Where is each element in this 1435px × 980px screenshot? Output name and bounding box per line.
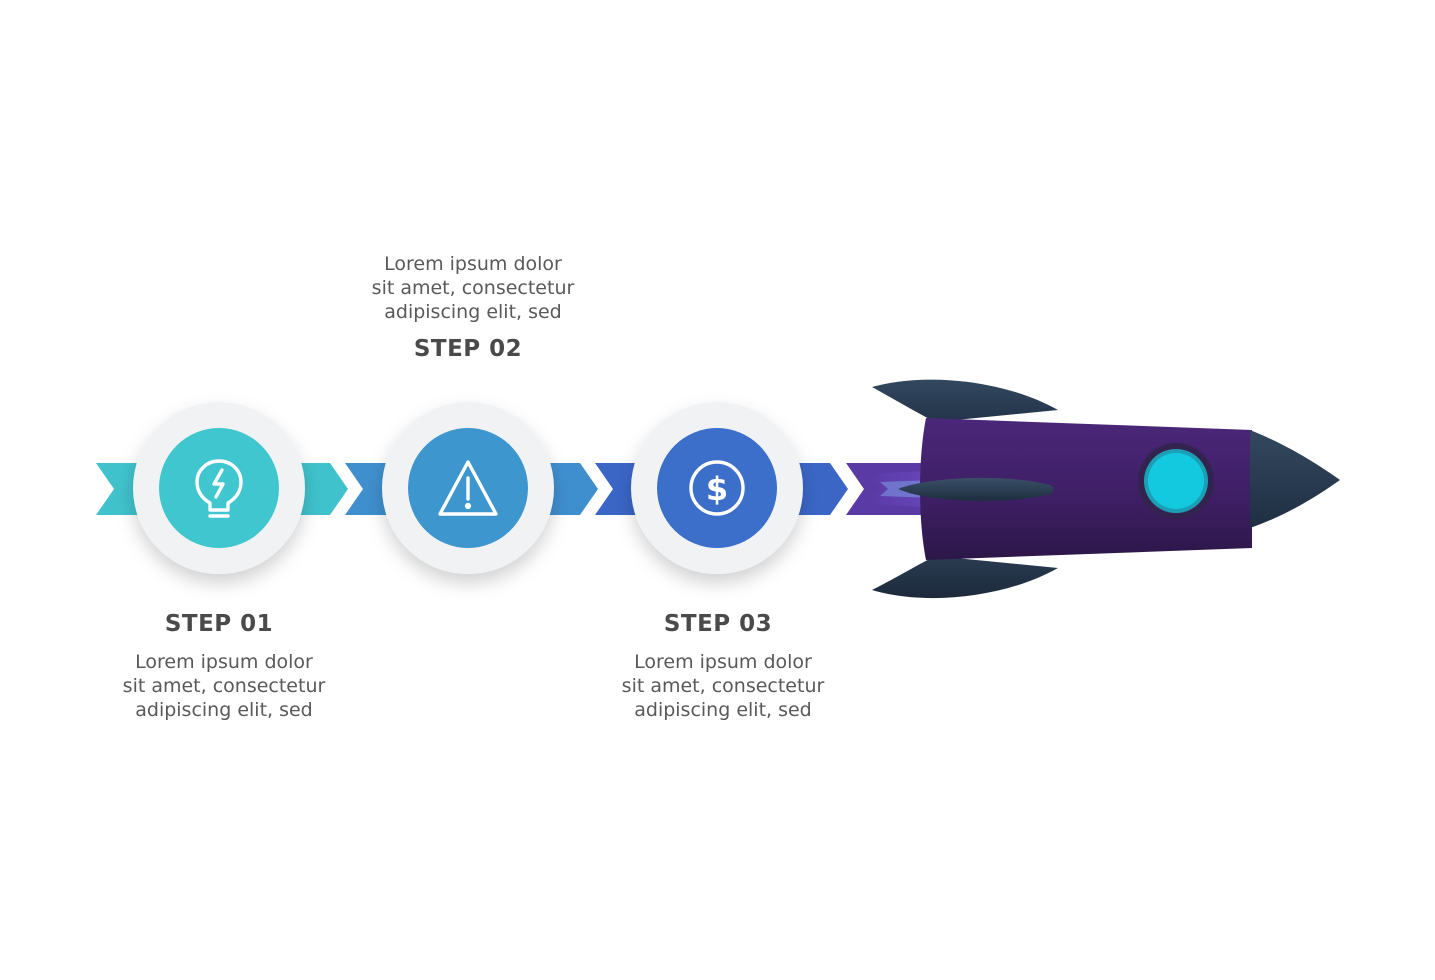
step-1-description: Lorem ipsum dolor sit amet, consectetur … — [74, 650, 374, 722]
step-2-description: Lorem ipsum dolor sit amet, consectetur … — [323, 252, 623, 324]
step-1-line-1: Lorem ipsum dolor — [135, 651, 313, 673]
step-1-node — [133, 402, 305, 574]
step-3-line-1: Lorem ipsum dolor — [634, 651, 812, 673]
step-2-line-2: sit amet, consectetur — [371, 277, 575, 299]
rocket — [872, 379, 1340, 599]
step-2-line-1: Lorem ipsum dolor — [384, 253, 562, 275]
warning-icon — [438, 460, 498, 516]
rocket-top-fin — [872, 379, 1058, 422]
step-2-node — [382, 402, 554, 574]
rocket-side-fin — [898, 477, 1054, 502]
step-2-title: STEP 02 — [413, 336, 523, 362]
dollar-icon: $ — [689, 460, 745, 516]
step-1-line-3: adipiscing elit, sed — [135, 699, 313, 721]
rocket-nose — [1250, 430, 1340, 528]
step-3-line-2: sit amet, consectetur — [621, 675, 825, 697]
step-3-line-3: adipiscing elit, sed — [634, 699, 812, 721]
lightbulb-icon — [195, 459, 243, 518]
step-1-title: STEP 01 — [164, 611, 274, 637]
step-3-inner-circle — [657, 428, 777, 548]
step-3-title: STEP 03 — [663, 611, 773, 637]
rocket-window — [1148, 453, 1204, 509]
step-1-line-2: sit amet, consectetur — [122, 675, 326, 697]
step-3-node: $ — [631, 402, 803, 574]
step-2-line-3: adipiscing elit, sed — [384, 301, 562, 323]
rocket-bottom-fin — [872, 556, 1058, 599]
svg-text:$: $ — [706, 470, 728, 508]
step-3-description: Lorem ipsum dolor sit amet, consectetur … — [573, 650, 873, 722]
